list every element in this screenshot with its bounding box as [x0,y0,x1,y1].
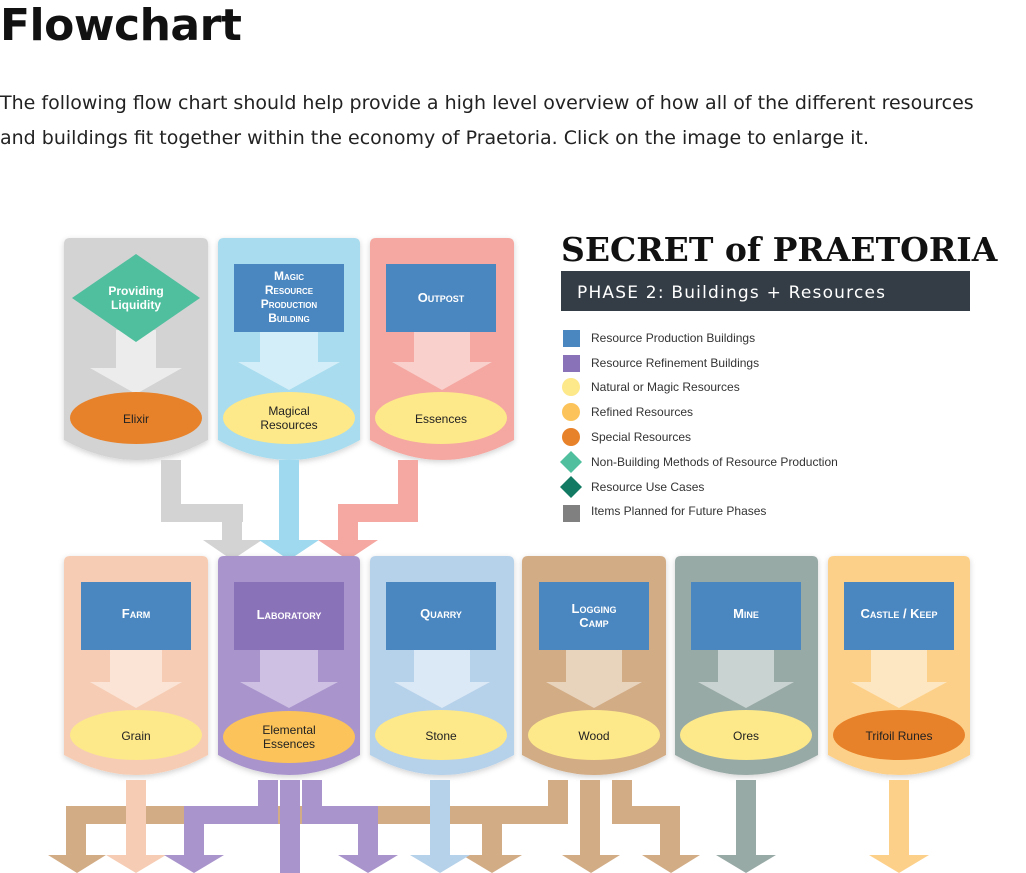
quarry-box [386,582,496,650]
legend-label-use-cases: Resource Use Cases [591,480,704,494]
castle-keep-box [844,582,954,650]
mine-box [691,582,801,650]
legend-use-cases-diamond-icon [560,476,582,498]
legend-label-special: Special Resources [591,430,691,444]
magic-building-label-2: Resource [265,283,314,297]
column-magic-building: Magic Resource Production Building Magic… [218,238,360,560]
diagram-subtitle-banner [561,271,970,311]
laboratory-label: Laboratory [257,607,322,622]
legend-label-natural: Natural or Magic Resources [591,380,740,394]
elemental-essences-label-1: Elemental [262,723,315,737]
magic-building-label-4: Building [268,311,310,325]
column-logging-camp: Logging Camp Wood [522,556,666,775]
wood-node [528,710,660,760]
column-laboratory: Laboratory Elemental Essences [218,556,360,775]
legend-label-production: Resource Production Buildings [591,331,755,345]
legend-refinement-square-icon [563,355,580,372]
diagram-subtitle: PHASE 2: Buildings + Resources [577,283,886,303]
magical-resources-label-2: Resources [260,418,317,432]
legend-natural-circle-icon [562,378,580,396]
column-castle-keep: Castle / Keep Trifoil Runes [828,556,970,775]
laboratory-box [234,582,344,650]
column-quarry: Quarry Stone [370,556,514,775]
essences-label: Essences [415,412,467,426]
liquidity-label-1: Providing [108,284,163,298]
intro-line-1: The following flow chart should help pro… [0,92,974,114]
elemental-essences-node [223,711,355,763]
intro-line-2: and buildings fit together within the ec… [0,127,870,149]
elemental-essences-label-2: Essences [263,737,315,751]
magic-building-box [234,264,344,332]
legend-future-square-icon [563,505,580,522]
outpost-box [386,264,496,332]
legend-label-future: Items Planned for Future Phases [591,504,766,518]
essences-node [375,392,507,444]
liquidity-label-2: Liquidity [111,298,161,312]
page-title: Flowchart [0,0,242,51]
ores-node [680,710,812,760]
stone-node [375,710,507,760]
logging-camp-label-2: Camp [579,615,608,630]
intro-paragraph: The following flow chart should help pro… [0,86,1026,156]
column-outpost: Outpost Essences [318,238,514,560]
elixir-label: Elixir [123,412,149,426]
legend-non-building-diamond-icon [560,451,582,473]
legend-label-non-building: Non-Building Methods of Resource Product… [591,455,838,469]
trifoil-runes-label: Trifoil Runes [866,729,933,743]
legend-production-square-icon [563,330,580,347]
legend-special-circle-icon [562,428,580,446]
column-mine: Mine Ores [675,556,818,775]
stone-label: Stone [425,729,457,743]
wood-label: Wood [578,729,609,743]
grain-label: Grain [121,729,150,743]
legend-label-refinement: Resource Refinement Buildings [591,356,759,370]
column-liquidity: Providing Liquidity Elixir [64,238,262,560]
trifoil-runes-node [833,710,965,760]
outpost-label: Outpost [418,290,465,305]
mine-label: Mine [733,606,759,621]
quarry-label: Quarry [420,606,462,621]
legend: Resource Production Buildings Resource R… [560,330,838,522]
column-farm: Farm Grain [64,556,208,775]
magical-resources-node [223,392,355,444]
farm-label: Farm [122,606,150,621]
legend-label-refined: Refined Resources [591,405,693,419]
bottom-connectors [48,780,929,873]
magical-resources-label-1: Magical [268,404,309,418]
farm-box [81,582,191,650]
elixir-node [70,392,202,444]
legend-refined-circle-icon [562,403,580,421]
diagram-title: SECRET of PRAETORIA [561,230,998,269]
logging-camp-box [539,582,649,650]
ores-label: Ores [733,729,759,743]
grain-node [70,710,202,760]
providing-liquidity-diamond-icon [72,254,200,342]
logging-camp-label-1: Logging [572,601,617,616]
magic-building-label-3: Production [261,297,318,311]
castle-keep-label: Castle / Keep [860,606,937,621]
magic-building-label-1: Magic [274,269,304,283]
